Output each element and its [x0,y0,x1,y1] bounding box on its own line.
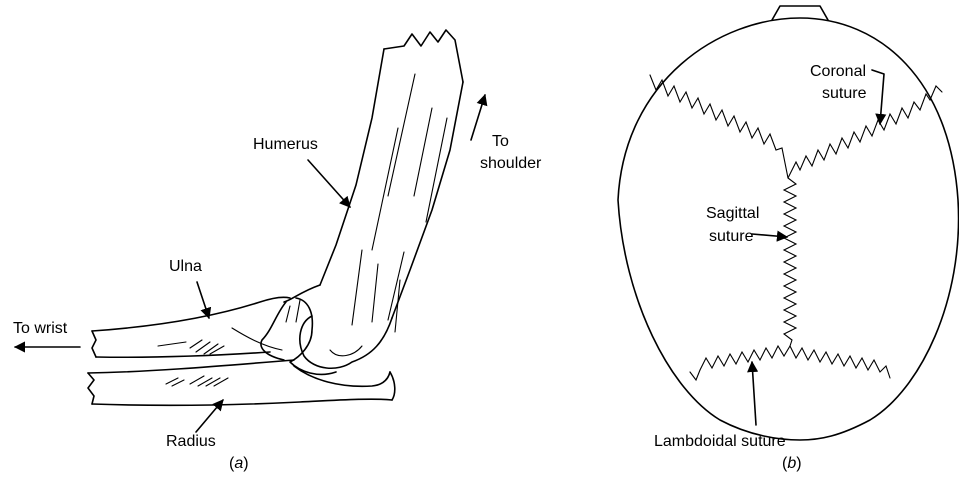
to-shoulder-arrow [471,95,485,140]
coronal-suture-left [650,75,788,178]
panel-a-caption: (a) [229,455,249,472]
ulna-bone [92,297,290,357]
skull-diagram: Coronal suture Sagittal suture Lambdoida… [618,6,959,472]
to-wrist-label: To wrist [13,320,68,337]
sagittal-label-line2: suture [709,228,754,245]
to-shoulder-label-line2: shoulder [480,155,542,172]
radius-label: Radius [166,433,216,450]
ulna-label: Ulna [169,258,202,275]
humerus-label: Humerus [253,136,318,153]
lambdoidal-suture-right [790,346,890,378]
ulna-pointer [197,282,209,318]
humerus-bone [320,30,463,332]
coronal-label-line1: Coronal [810,63,866,80]
coronal-pointer [872,70,884,124]
lambdoidal-suture-left [690,346,790,380]
sagittal-label-line1: Sagittal [706,205,759,222]
elbow-joint [261,285,395,400]
skull-outline [618,18,959,440]
panel-b-caption: (b) [782,455,802,472]
elbow-diagram: Humerus To shoulder Ulna To wrist Radius… [13,30,542,472]
radius-bone [88,360,392,405]
to-shoulder-label-line1: To [492,133,509,150]
coronal-label-line2: suture [822,85,867,102]
lambdoidal-pointer [752,362,756,425]
lambdoidal-label: Lambdoidal suture [654,433,786,450]
sagittal-pointer [752,234,787,237]
sagittal-suture [784,178,796,346]
humerus-pointer [308,160,350,207]
